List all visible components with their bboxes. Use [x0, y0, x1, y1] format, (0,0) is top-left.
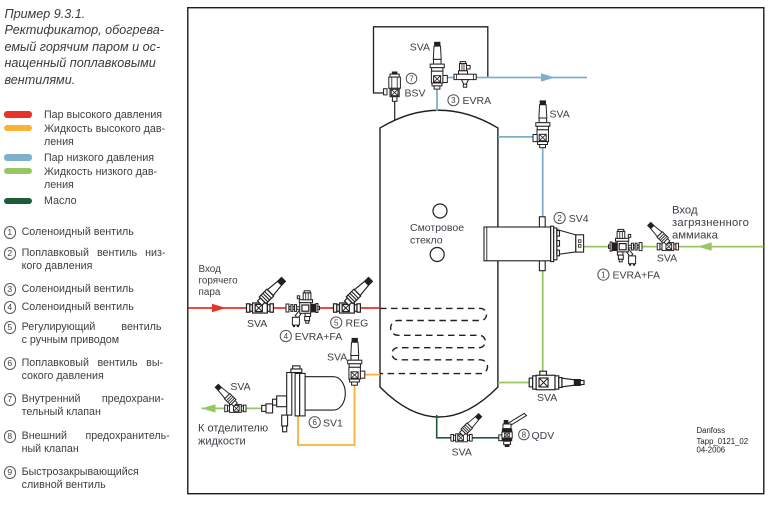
svg-text:Вход: Вход: [672, 204, 698, 216]
svg-text:BSV: BSV: [405, 87, 426, 99]
svg-text:REG: REG: [346, 318, 369, 330]
svg-text:пара: пара: [199, 287, 221, 298]
svg-text:Danfoss: Danfoss: [697, 426, 726, 435]
svg-text:загрязненного: загрязненного: [672, 217, 749, 229]
svg-text:Tapp_0121_02: Tapp_0121_02: [697, 437, 749, 446]
svg-text:3: 3: [451, 96, 456, 105]
svg-text:SV1: SV1: [323, 418, 343, 430]
svg-text:7: 7: [409, 74, 414, 83]
svg-text:жидкости: жидкости: [198, 435, 246, 447]
svg-text:SVA: SVA: [550, 108, 570, 120]
svg-text:EVRA+FA: EVRA+FA: [295, 331, 343, 343]
svg-text:Смотровое: Смотровое: [410, 222, 464, 234]
svg-text:8: 8: [522, 430, 527, 439]
svg-text:горячего: горячего: [199, 275, 239, 286]
svg-text:EVRA+FA: EVRA+FA: [613, 270, 661, 282]
svg-text:SVA: SVA: [537, 392, 557, 404]
svg-text:4: 4: [284, 332, 289, 341]
svg-text:SVA: SVA: [452, 447, 472, 459]
svg-text:стекло: стекло: [410, 234, 443, 246]
svg-text:EVRA: EVRA: [463, 95, 492, 107]
svg-text:аммиака: аммиака: [672, 229, 719, 241]
svg-text:5: 5: [334, 318, 339, 327]
svg-text:К отделителю: К отделителю: [198, 422, 268, 434]
svg-text:Вход: Вход: [199, 264, 222, 275]
svg-text:04-2006: 04-2006: [697, 446, 726, 455]
svg-text:SVA: SVA: [657, 253, 677, 265]
svg-text:SVA: SVA: [410, 42, 430, 54]
svg-text:QDV: QDV: [532, 430, 555, 442]
svg-text:1: 1: [601, 270, 606, 279]
svg-text:SVA: SVA: [230, 381, 250, 393]
svg-text:2: 2: [557, 214, 562, 223]
svg-text:SVA: SVA: [327, 351, 347, 363]
svg-text:SVA: SVA: [247, 318, 267, 330]
svg-text:6: 6: [312, 418, 317, 427]
svg-text:SV4: SV4: [569, 213, 589, 225]
